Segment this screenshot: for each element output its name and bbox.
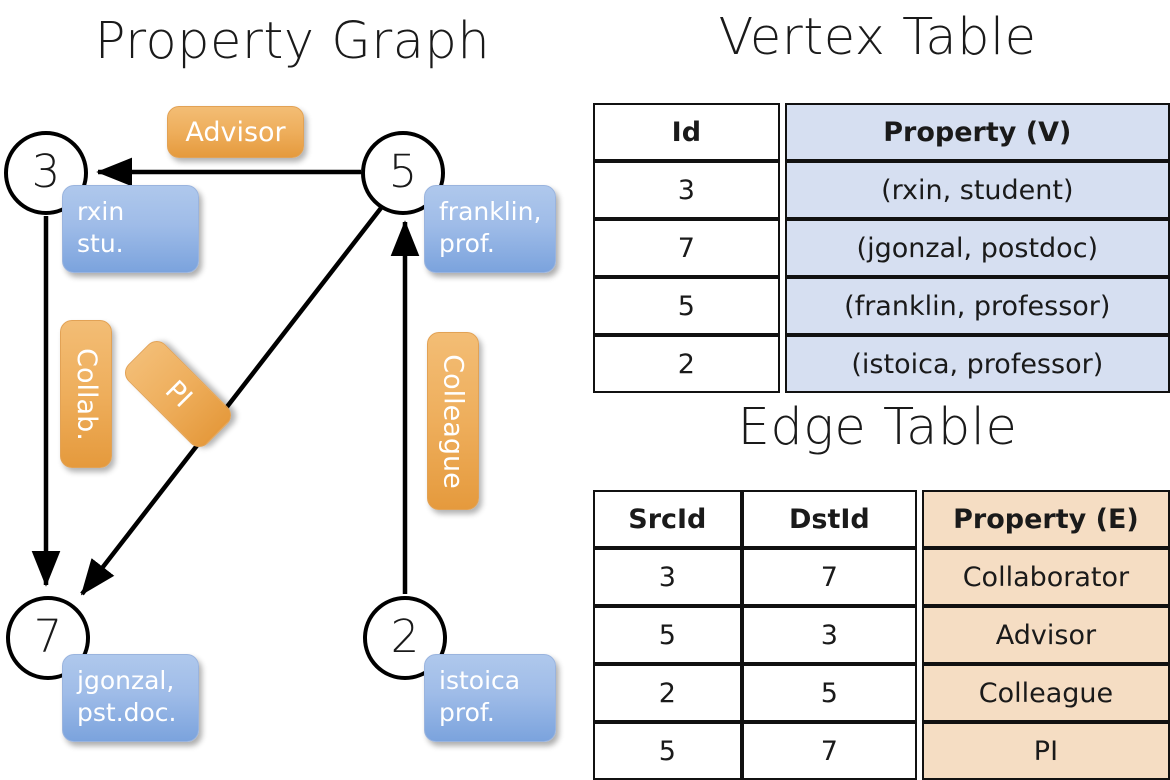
- edge-table-column-gap: [917, 606, 922, 664]
- graph-node-5-label: 5: [388, 144, 418, 198]
- edge-row-0-dst: 7: [741, 548, 918, 606]
- vertex-row-1-property: (jgonzal, postdoc): [784, 219, 1170, 277]
- edge-label-collab-text: Collab.: [70, 347, 102, 441]
- table-row[interactable]: 3 (rxin, student): [593, 161, 1170, 219]
- vertex-property-box-2-line2: prof.: [439, 698, 495, 727]
- vertex-table-header-property: Property (V): [784, 103, 1170, 161]
- vertex-table-column-gap: [779, 103, 785, 161]
- edge-5-to-7: [80, 206, 383, 596]
- edge-table-column-gap: [917, 664, 922, 722]
- vertex-property-box-5[interactable]: franklin, prof.: [424, 185, 556, 273]
- vertex-row-3-id: 2: [593, 335, 780, 393]
- vertex-row-3-property: (istoica, professor): [784, 335, 1170, 393]
- edge-row-2-src: 2: [593, 664, 742, 722]
- edge-row-0-property: Collaborator: [921, 548, 1170, 606]
- vertex-table-header-row: Id Property (V): [593, 103, 1170, 161]
- vertex-table: Id Property (V) 3 (rxin, student) 7 (jgo…: [593, 103, 1170, 393]
- vertex-property-box-3-line2: stu.: [77, 229, 124, 258]
- vertex-property-box-7-line2: pst.doc.: [77, 698, 177, 727]
- graph-node-2-label: 2: [390, 609, 420, 663]
- edge-row-1-dst: 3: [741, 606, 918, 664]
- edge-label-colleague[interactable]: Colleague: [427, 332, 479, 510]
- edge-table-header-property: Property (E): [921, 490, 1170, 548]
- vertex-property-box-5-line1: franklin,: [439, 197, 542, 226]
- vertex-table-column-gap: [779, 161, 785, 219]
- edge-row-2-dst: 5: [741, 664, 918, 722]
- edge-row-3-property: PI: [921, 722, 1170, 780]
- edge-row-3-dst: 7: [741, 722, 918, 780]
- vertex-table-column-gap: [779, 219, 785, 277]
- edge-row-1-src: 5: [593, 606, 742, 664]
- vertex-row-0-id: 3: [593, 161, 780, 219]
- edge-table-column-gap: [917, 490, 922, 548]
- edge-label-pi-text: PI: [158, 374, 198, 414]
- page-title-vertex-table: Vertex Table: [718, 8, 1037, 67]
- graph-node-7-label: 7: [33, 609, 63, 663]
- vertex-row-1-id: 7: [593, 219, 780, 277]
- edge-table-header-dstid: DstId: [741, 490, 918, 548]
- vertex-property-box-3-line1: rxin: [77, 197, 125, 226]
- vertex-property-box-2[interactable]: istoica prof.: [424, 654, 556, 742]
- vertex-row-0-property: (rxin, student): [784, 161, 1170, 219]
- graph-node-3-label: 3: [31, 144, 61, 198]
- edge-table-column-gap: [917, 722, 922, 780]
- vertex-property-box-7-line1: jgonzal,: [77, 666, 175, 695]
- property-graph-diagram: 3 5 7 2 rxin stu. franklin, prof. jgonza…: [0, 0, 585, 760]
- vertex-property-box-5-line2: prof.: [439, 229, 495, 258]
- vertex-row-2-id: 5: [593, 277, 780, 335]
- graph-node-2[interactable]: 2: [363, 596, 447, 680]
- edge-label-colleague-text: Colleague: [437, 353, 469, 489]
- edge-row-0-src: 3: [593, 548, 742, 606]
- table-row[interactable]: 5 3 Advisor: [593, 606, 1170, 664]
- vertex-property-box-2-line1: istoica: [439, 666, 521, 695]
- edge-table-header-srcid: SrcId: [593, 490, 742, 548]
- vertex-property-box-3[interactable]: rxin stu.: [62, 185, 199, 273]
- vertex-row-2-property: (franklin, professor): [784, 277, 1170, 335]
- edge-row-3-src: 5: [593, 722, 742, 780]
- edge-table-column-gap: [917, 548, 922, 606]
- table-row[interactable]: 5 7 PI: [593, 722, 1170, 780]
- graph-node-5[interactable]: 5: [361, 131, 445, 215]
- page-title-edge-table: Edge Table: [737, 398, 1018, 457]
- edge-table: SrcId DstId Property (E) 3 7 Collaborato…: [593, 490, 1170, 780]
- edge-label-advisor[interactable]: Advisor: [167, 106, 304, 158]
- vertex-property-box-7[interactable]: jgonzal, pst.doc.: [62, 654, 199, 742]
- table-row[interactable]: 2 5 Colleague: [593, 664, 1170, 722]
- table-row[interactable]: 2 (istoica, professor): [593, 335, 1170, 393]
- vertex-table-column-gap: [779, 277, 785, 335]
- graph-edges-svg: [31, 157, 420, 596]
- edge-label-collab[interactable]: Collab.: [60, 320, 112, 468]
- edge-label-advisor-text: Advisor: [185, 116, 286, 148]
- edge-table-header-row: SrcId DstId Property (E): [593, 490, 1170, 548]
- edge-row-2-property: Colleague: [921, 664, 1170, 722]
- edge-row-1-property: Advisor: [921, 606, 1170, 664]
- table-row[interactable]: 3 7 Collaborator: [593, 548, 1170, 606]
- vertex-table-header-id: Id: [593, 103, 780, 161]
- table-row[interactable]: 7 (jgonzal, postdoc): [593, 219, 1170, 277]
- vertex-table-column-gap: [779, 335, 785, 393]
- page-title-property-graph: Property Graph: [94, 12, 491, 71]
- table-row[interactable]: 5 (franklin, professor): [593, 277, 1170, 335]
